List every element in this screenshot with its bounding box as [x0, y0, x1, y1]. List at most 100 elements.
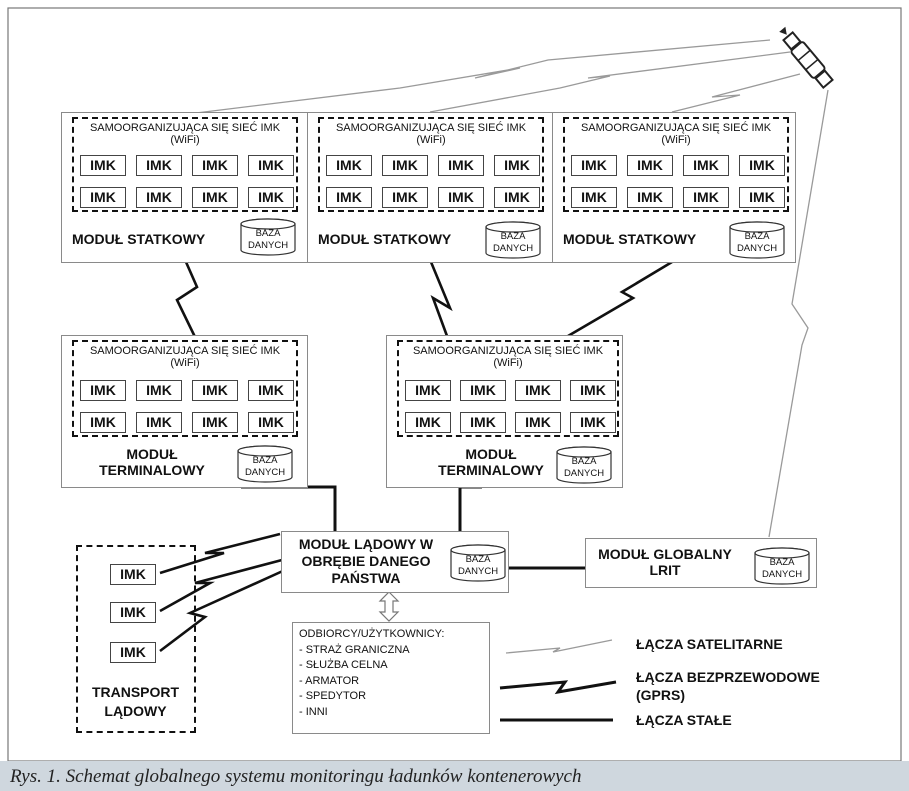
users-item: - STRAŻ GRANICZNA [299, 643, 410, 656]
terminal-module-1: SAMOORGANIZUJĄCA SIĘ SIEĆ IMK(WiFi) IMK … [61, 335, 308, 488]
fixed-link-term1-land [241, 485, 337, 532]
network-title: SAMOORGANIZUJĄCA SIĘ SIEĆ IMK(WiFi) [335, 122, 527, 146]
imk-unit: IMK [382, 187, 428, 208]
ship-module-2: SAMOORGANIZUJĄCA SIĘ SIEĆ IMK(WiFi) IMK … [307, 112, 553, 263]
imk-unit: IMK [494, 187, 540, 208]
wireless-link-ship2-term2 [429, 261, 453, 337]
ship-module-1: SAMOORGANIZUJĄCA SIĘ SIEĆ IMK(WiFi) IMK … [61, 112, 308, 263]
imk-unit: IMK [460, 380, 506, 401]
wireless-link-ship1-term1 [175, 261, 199, 338]
imk-unit: IMK [248, 412, 294, 433]
imk-unit: IMK [326, 187, 372, 208]
satellite-link-ship-3 [671, 73, 801, 113]
imk-unit: IMK [405, 380, 451, 401]
satellite-icon [779, 26, 834, 90]
imk-unit: IMK [382, 155, 428, 176]
imk-unit: IMK [136, 380, 182, 401]
imk-unit: IMK [739, 155, 785, 176]
imk-unit: IMK [192, 412, 238, 433]
imk-unit: IMK [136, 412, 182, 433]
caption-bar: Rys. 1. Schemat globalnego systemu monit… [0, 761, 909, 791]
ship-module-label: MODUŁ STATKOWY [563, 231, 697, 247]
ship-module-label: MODUŁ STATKOWY [318, 231, 452, 247]
imk-unit: IMK [80, 380, 126, 401]
figure-caption: Rys. 1. Schemat globalnego systemu monit… [10, 766, 582, 787]
legend-satellite-line [505, 639, 613, 654]
fixed-link-term2-land [458, 485, 482, 532]
imk-network-terminal-1: SAMOORGANIZUJĄCA SIĘ SIEĆ IMK(WiFi) IMK … [72, 340, 298, 437]
network-title: SAMOORGANIZUJĄCA SIĘ SIEĆ IMK(WiFi) [580, 122, 772, 146]
imk-unit: IMK [460, 412, 506, 433]
ship-module-label: MODUŁ STATKOWY [72, 231, 206, 247]
wireless-link-ship3-term2 [567, 260, 673, 338]
imk-unit: IMK [627, 155, 673, 176]
network-title: SAMOORGANIZUJĄCA SIĘ SIEĆ IMK(WiFi) [89, 122, 281, 146]
users-item: - SŁUŻBA CELNA [299, 659, 388, 671]
imk-unit: IMK [192, 380, 238, 401]
imk-unit: IMK [248, 187, 294, 208]
users-box: ODBIORCY/UŻYTKOWNICY: - STRAŻ GRANICZNA … [292, 622, 490, 734]
imk-unit: IMK [248, 380, 294, 401]
wireless-link-imk1-land [159, 532, 281, 575]
imk-unit: IMK [570, 380, 616, 401]
satellite-link-ship-1 [195, 39, 771, 114]
imk-unit: IMK [405, 412, 451, 433]
wireless-links [159, 260, 673, 653]
users-item: - INNI [299, 705, 328, 718]
satellite-links [195, 39, 829, 538]
users-item: - SPEDYTOR [299, 690, 367, 702]
users-title: ODBIORCY/UŻYTKOWNICY: [299, 628, 445, 640]
legend-fixed-label: ŁĄCZA STAŁE [636, 712, 732, 728]
imk-unit: IMK [627, 187, 673, 208]
diagram-border [7, 7, 902, 761]
imk-network-ship-2: SAMOORGANIZUJĄCA SIĘ SIEĆ IMK(WiFi) IMK … [318, 117, 544, 212]
satellite-link-global [768, 89, 829, 538]
imk-unit: IMK [110, 642, 156, 663]
double-arrow [378, 591, 400, 622]
ship-module-3: SAMOORGANIZUJĄCA SIĘ SIEĆ IMK(WiFi) IMK … [552, 112, 796, 263]
wireless-link-imk3-land [159, 568, 286, 653]
network-title: SAMOORGANIZUJĄCA SIĘ SIEĆ IMK(WiFi) [412, 345, 604, 369]
imk-network-ship-1: SAMOORGANIZUJĄCA SIĘ SIEĆ IMK(WiFi) IMK … [72, 117, 298, 212]
imk-unit: IMK [248, 155, 294, 176]
imk-unit: IMK [494, 155, 540, 176]
imk-unit: IMK [110, 602, 156, 623]
imk-unit: IMK [571, 155, 617, 176]
imk-unit: IMK [515, 380, 561, 401]
legend-wireless-line [499, 680, 617, 695]
imk-unit: IMK [192, 155, 238, 176]
imk-unit: IMK [739, 187, 785, 208]
imk-network-terminal-2: SAMOORGANIZUJĄCA SIĘ SIEĆ IMK(WiFi) IMK … [397, 340, 619, 437]
imk-unit: IMK [571, 187, 617, 208]
imk-unit: IMK [136, 187, 182, 208]
imk-unit: IMK [683, 155, 729, 176]
terminal-module-2: SAMOORGANIZUJĄCA SIĘ SIEĆ IMK(WiFi) IMK … [386, 335, 623, 488]
imk-unit: IMK [80, 412, 126, 433]
legend-wireless-label: ŁĄCZA BEZPRZEWODOWE(GPRS) [636, 669, 820, 703]
imk-unit: IMK [438, 187, 484, 208]
imk-unit: IMK [80, 187, 126, 208]
imk-unit: IMK [110, 564, 156, 585]
users-item: - ARMATOR [299, 674, 360, 687]
imk-unit: IMK [326, 155, 372, 176]
users-list: ODBIORCY/UŻYTKOWNICY: - STRAŻ GRANICZNA … [299, 627, 444, 720]
imk-unit: IMK [80, 155, 126, 176]
imk-unit: IMK [515, 412, 561, 433]
imk-unit: IMK [570, 412, 616, 433]
imk-unit: IMK [192, 187, 238, 208]
